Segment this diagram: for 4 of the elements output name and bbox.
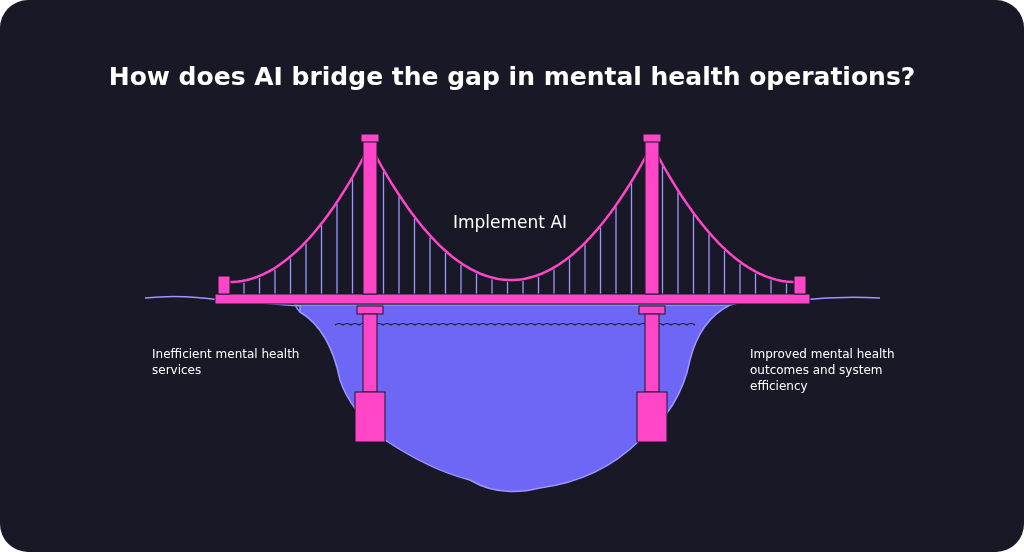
right-bank-label: Improved mental health outcomes and system efficiency xyxy=(750,346,896,394)
left-bank-label: Inefficient mental health services xyxy=(152,346,301,378)
bridge-label: Implement AI xyxy=(451,212,569,232)
title: How does AI bridge the gap in mental health operations? xyxy=(107,62,917,91)
